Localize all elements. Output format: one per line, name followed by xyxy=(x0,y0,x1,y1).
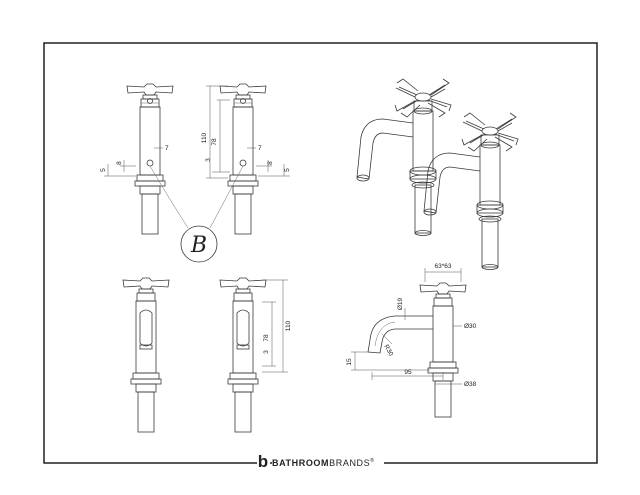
tap-section xyxy=(367,282,467,418)
dimensions-bottom-right: 63*63 Ø19 Ø30 R30 15 95 Ø38 xyxy=(346,263,477,388)
monogram-circle xyxy=(180,225,218,263)
detail-marker xyxy=(146,159,154,167)
dim-95: 95 xyxy=(404,369,412,376)
detail-marker xyxy=(239,159,247,167)
monogram: B xyxy=(190,233,207,258)
dim-dia19: Ø19 xyxy=(397,297,404,310)
dim-110: 110 xyxy=(201,132,208,143)
dim-78-b: 78 xyxy=(263,334,270,342)
tap-front-left xyxy=(126,83,174,235)
dim-15: 15 xyxy=(346,358,353,366)
brand-name-bold: BATHROOM xyxy=(272,458,329,468)
tap-side-left xyxy=(122,277,170,433)
dim-3: 3 xyxy=(205,158,212,162)
svg-text:BATHROOMBRANDS®: BATHROOMBRANDS® xyxy=(272,457,375,468)
dim-110-b: 110 xyxy=(285,320,292,331)
tap-iso-back xyxy=(356,78,452,236)
dim-3-b: 3 xyxy=(263,350,270,354)
pin-marker xyxy=(240,98,246,104)
tap-front-right xyxy=(219,83,267,235)
dim-5-right: 5 xyxy=(284,168,291,172)
drawing-frame xyxy=(43,42,598,464)
brand-registered-mark: ® xyxy=(370,457,374,464)
dim-8-left: 8 xyxy=(116,161,123,165)
dim-dia30: Ø30 xyxy=(464,323,477,330)
tap-iso-front xyxy=(423,112,519,270)
dim-8-right: 8 xyxy=(267,161,274,165)
dim-7-left: 7 xyxy=(165,145,169,152)
brand-logo: b BATHROOMBRANDS® xyxy=(257,452,384,471)
leader-lines xyxy=(149,165,244,229)
dimensions-top-left: 7 7 110 78 3 8 5 8 5 xyxy=(100,85,291,179)
dim-7-right: 7 xyxy=(258,145,262,152)
dim-63x63: 63*63 xyxy=(435,263,452,270)
dimensions-bottom-left: 110 78 3 xyxy=(262,279,292,373)
dim-78: 78 xyxy=(211,138,218,146)
dim-r30: R30 xyxy=(382,344,394,358)
pin-marker xyxy=(147,98,153,104)
brand-name-light: BRANDS xyxy=(329,458,370,468)
dim-dia38: Ø38 xyxy=(464,381,477,388)
brand-logo-icon: b xyxy=(258,452,268,471)
dim-5-left: 5 xyxy=(100,168,107,172)
tap-side-right xyxy=(219,277,267,433)
